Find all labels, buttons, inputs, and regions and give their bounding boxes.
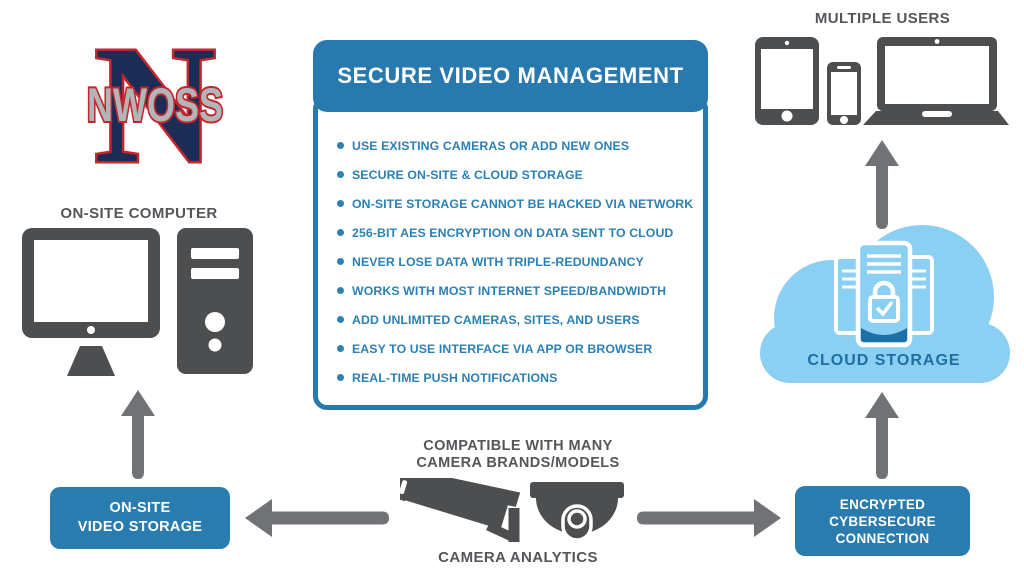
feature-item: USE EXISTING CAMERAS OR ADD NEW ONES bbox=[330, 131, 695, 160]
panel-title: SECURE VIDEO MANAGEMENT bbox=[313, 40, 708, 112]
user-device-icons bbox=[755, 37, 1009, 125]
onsite-computer-icons bbox=[22, 228, 253, 376]
cloud-storage-graphic bbox=[760, 225, 1010, 383]
nwoss-logo: N NWOSS bbox=[85, 10, 225, 189]
laptop-icon bbox=[863, 37, 1009, 125]
server-lock-icon bbox=[834, 240, 934, 348]
logo-wordmark: NWOSS bbox=[87, 78, 223, 131]
camera-icons bbox=[400, 478, 624, 543]
onsite-video-storage-box: ON-SITE VIDEO STORAGE bbox=[50, 487, 230, 549]
encrypted-line2: CYBERSECURE bbox=[829, 513, 936, 529]
panel-feature-list: USE EXISTING CAMERAS OR ADD NEW ONES SEC… bbox=[313, 100, 708, 410]
arrow-up-icon bbox=[865, 140, 899, 229]
onsite-storage-line2: VIDEO STORAGE bbox=[77, 519, 203, 535]
feature-item: NEVER LOSE DATA WITH TRIPLE-REDUNDANCY bbox=[330, 247, 695, 276]
feature-item: REAL-TIME PUSH NOTIFICATIONS bbox=[330, 363, 695, 392]
encrypted-line3: CONNECTION bbox=[835, 530, 930, 546]
camera-analytics-label: CAMERA ANALYTICS bbox=[438, 549, 598, 566]
monitor-icon bbox=[22, 228, 160, 376]
feature-item: ADD UNLIMITED CAMERAS, SITES, AND USERS bbox=[330, 305, 695, 334]
dome-camera-icon bbox=[530, 482, 624, 542]
smartphone-icon bbox=[827, 62, 861, 125]
tablet-icon bbox=[755, 37, 819, 125]
camera-heading-line2: CAMERA BRANDS/MODELS bbox=[416, 455, 620, 471]
onsite-storage-line1: ON-SITE bbox=[109, 500, 171, 516]
feature-item: WORKS WITH MOST INTERNET SPEED/BANDWIDTH bbox=[330, 276, 695, 305]
computer-tower-icon bbox=[177, 228, 253, 374]
feature-item: ON-SITE STORAGE CANNOT BE HACKED VIA NET… bbox=[330, 189, 695, 218]
secure-video-management-panel: SECURE VIDEO MANAGEMENT USE EXISTING CAM… bbox=[313, 40, 708, 410]
multiple-users-label: MULTIPLE USERS bbox=[814, 10, 951, 27]
arrow-up-icon bbox=[865, 392, 899, 479]
arrow-up-icon bbox=[121, 390, 155, 479]
arrow-left-icon bbox=[245, 499, 389, 537]
encrypted-connection-box: ENCRYPTED CYBERSECURE CONNECTION bbox=[795, 486, 970, 556]
cloud-storage-label: CLOUD STORAGE bbox=[807, 352, 961, 369]
camera-heading-line1: COMPATIBLE WITH MANY bbox=[423, 438, 613, 454]
bullet-camera-icon bbox=[400, 478, 521, 543]
camera-compatibility-heading: COMPATIBLE WITH MANY CAMERA BRANDS/MODEL… bbox=[398, 438, 638, 472]
onsite-computer-label: ON-SITE COMPUTER bbox=[60, 205, 218, 222]
feature-item: SECURE ON-SITE & CLOUD STORAGE bbox=[330, 160, 695, 189]
feature-item: EASY TO USE INTERFACE VIA APP OR BROWSER bbox=[330, 334, 695, 363]
arrow-right-icon bbox=[637, 499, 781, 537]
logo-monogram-n: N bbox=[94, 12, 215, 188]
feature-item: 256-BIT AES ENCRYPTION ON DATA SENT TO C… bbox=[330, 218, 695, 247]
encrypted-line1: ENCRYPTED bbox=[839, 496, 926, 512]
